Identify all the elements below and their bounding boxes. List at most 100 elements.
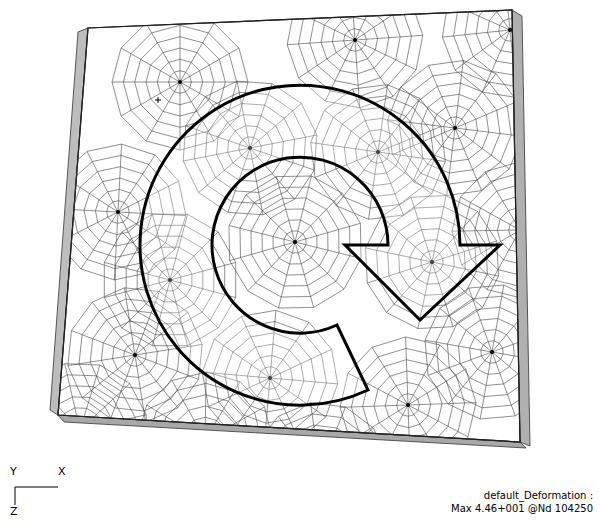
mesh-spoke [320,470,330,526]
mesh-center [406,403,410,407]
mesh-spoke [455,101,518,128]
axis-label: Y [10,466,17,478]
mesh-spoke [112,82,180,83]
mesh-ring [459,319,526,386]
spider-web-mesh [229,176,361,308]
mesh-center [178,80,182,84]
mesh-ring [470,330,515,375]
mesh-spoke [469,288,492,352]
mesh-spoke [205,440,263,475]
mesh-ring [442,0,577,98]
mesh-ring [309,459,331,481]
mesh-spoke [520,230,580,263]
mesh-spoke [455,128,509,169]
mesh-spoke [455,74,496,128]
mesh-spoke [34,380,80,430]
mesh-spoke [482,30,510,92]
mesh-spoke [428,352,492,375]
mesh-spoke [204,440,205,508]
face-outline [58,10,520,442]
mesh-spoke [355,35,423,40]
mesh-ring [194,429,217,452]
mesh-center [293,240,297,244]
mesh-spoke [401,87,455,128]
mesh-spoke [320,461,387,471]
mesh-spoke [121,82,180,116]
axis-label: Z [10,506,18,518]
axis-line [15,487,58,488]
mesh-ring [36,386,124,474]
mesh-spoke [372,347,408,405]
mesh-spoke [180,48,239,82]
rotation-arrow [140,85,500,405]
spider-web-mesh [452,162,588,298]
mesh-ring [251,198,339,286]
mesh-center [353,38,357,42]
mesh-spoke [294,10,355,40]
mesh-spoke [135,355,146,422]
mesh-ring [433,106,478,151]
mesh-ring [385,382,430,427]
mesh-spoke [279,242,296,308]
mesh-group [14,0,588,526]
spider-web-mesh [340,337,476,473]
mesh-center [318,468,322,472]
mesh-spoke [520,229,588,230]
mesh-spoke [408,405,444,463]
mesh-ring [273,220,317,264]
mesh-spoke [57,212,118,243]
mesh-spoke [487,230,520,290]
mesh-spoke [455,128,482,191]
mesh-spoke [180,23,214,82]
mesh-spoke [503,0,510,30]
mesh-ring [463,173,576,286]
mesh-spoke [408,345,440,405]
mesh-spoke [340,405,408,407]
mesh-spoke [87,151,118,212]
mesh-spoke [205,440,238,500]
mesh-center [78,428,82,432]
mesh-spoke [248,242,295,291]
mesh-ring [452,162,588,298]
mesh-spoke [510,0,538,30]
mesh-spoke [510,30,572,58]
mesh-spoke [299,40,355,78]
mesh-spoke [253,470,320,480]
mesh-spoke [205,372,206,440]
mesh-spoke [492,285,504,352]
mesh-ring [444,117,466,139]
mesh-ring [25,375,135,485]
mesh-spoke [295,176,312,242]
mesh-spoke [355,2,411,40]
mesh-spoke [510,23,578,30]
mesh-spoke [295,242,314,307]
mesh-spoke [137,439,205,440]
mesh-ring [332,17,377,62]
mesh-spoke [520,195,578,230]
mesh-spoke [80,384,130,430]
mesh-ring [344,29,367,52]
mesh-spoke [442,30,510,37]
mesh-spoke [448,2,510,30]
mesh-spoke [492,352,559,364]
mesh-spoke [295,193,342,242]
mesh-ring [340,337,476,473]
mesh-ring [447,307,536,396]
mesh-spoke [461,197,521,230]
mesh-spoke [355,0,385,40]
mesh-spoke [295,242,344,289]
mesh-center [133,353,137,357]
mesh-ring [101,321,168,388]
mesh-spoke [317,0,355,40]
spider-web-mesh [442,0,577,98]
mesh-spoke [492,329,556,352]
mesh-spoke [350,405,408,441]
mesh-spoke [80,430,145,450]
mesh-ring [124,344,146,366]
mesh-ring [47,397,113,463]
axis-line [15,487,16,505]
mesh-spoke [276,177,295,242]
mesh-ring [253,403,388,526]
mesh-spoke [80,430,126,480]
mesh-spoke [114,212,118,280]
